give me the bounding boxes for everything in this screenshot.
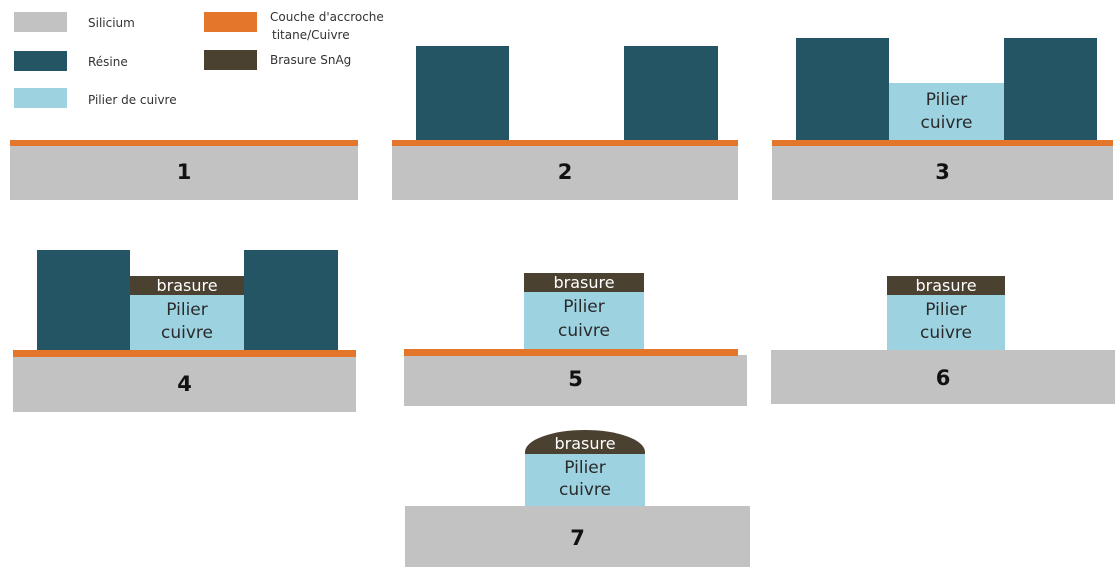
seed-layer xyxy=(404,349,738,356)
step-6: 6 brasure Pilier cuivre xyxy=(771,0,1115,404)
step-5: 5 brasure Pilier cuivre xyxy=(404,0,747,406)
solder-label: brasure xyxy=(553,273,615,292)
solder-layer: brasure xyxy=(130,276,244,295)
solder-dome: brasure xyxy=(525,430,645,454)
seed-layer xyxy=(10,140,358,146)
legend-label-silicium: Silicium xyxy=(88,16,135,30)
pillar-label-line1: Pilier xyxy=(564,458,606,478)
copper-pillar: Pilier cuivre xyxy=(524,292,644,349)
pillar-label-line1: Pilier xyxy=(925,90,968,110)
legend-label-pilier: Pilier de cuivre xyxy=(88,93,177,107)
seed-layer xyxy=(392,140,738,146)
pillar-label-line1: Pilier xyxy=(925,300,967,320)
silicon-substrate: 7 xyxy=(405,506,750,567)
silicon-substrate: 2 xyxy=(392,146,738,200)
resin-block-left xyxy=(37,250,130,350)
resin-block-right xyxy=(624,46,718,140)
step-number: 4 xyxy=(177,372,192,396)
legend-label-brasure: Brasure SnAg xyxy=(270,53,352,67)
legend-swatch-resine xyxy=(14,51,67,71)
copper-pillar: Pilier cuivre xyxy=(525,454,645,506)
pillar-label-line2: cuivre xyxy=(558,321,610,341)
legend-label-seed-layer: Couche d'accroche xyxy=(270,10,384,24)
pillar-label-line1: Pilier xyxy=(563,297,605,317)
step-number: 7 xyxy=(570,526,585,550)
legend-label-seed-layer-line2: titane/Cuivre xyxy=(272,28,350,42)
copper-pillar: Pilier cuivre xyxy=(887,295,1005,350)
legend-label-resine: Résine xyxy=(88,55,128,69)
silicon-substrate: 4 xyxy=(13,357,356,412)
step-2: 2 xyxy=(392,0,738,200)
pillar-label-line2: cuivre xyxy=(161,323,213,343)
silicon-substrate: 6 xyxy=(771,350,1115,404)
step-3: 3 Pilier cuivre xyxy=(772,0,1113,200)
solder-label: brasure xyxy=(554,434,616,453)
pillar-label-line2: cuivre xyxy=(559,480,611,500)
seed-layer xyxy=(772,140,1113,146)
resin-block-right xyxy=(1004,38,1097,140)
step-number: 6 xyxy=(935,366,951,390)
pillar-label-line2: cuivre xyxy=(920,323,972,343)
resin-block-left xyxy=(416,46,509,140)
pillar-label-line1: Pilier xyxy=(166,300,208,320)
silicon-substrate: 3 xyxy=(772,146,1113,200)
resin-block-right xyxy=(244,250,338,350)
solder-label: brasure xyxy=(156,276,218,295)
step-number: 5 xyxy=(568,367,583,391)
step-number: 1 xyxy=(176,160,192,184)
step-7: 7 brasure Pilier cuivre xyxy=(405,0,750,567)
silicon-substrate: 1 xyxy=(10,146,358,200)
step-number: 2 xyxy=(557,160,573,184)
step-4: 4 brasure Pilier cuivre xyxy=(13,0,356,412)
resin-block-left xyxy=(796,38,889,140)
solder-label: brasure xyxy=(915,276,977,295)
seed-layer xyxy=(13,350,356,357)
legend-swatch-pilier xyxy=(14,88,67,108)
copper-pillar: Pilier cuivre xyxy=(130,295,244,350)
legend-swatch-brasure xyxy=(204,50,257,70)
step-number: 3 xyxy=(935,160,950,184)
pillar-label-line2: cuivre xyxy=(920,113,973,133)
step-1: 1 xyxy=(10,0,358,200)
legend-swatch-silicium xyxy=(14,12,67,32)
solder-layer: brasure xyxy=(887,276,1005,295)
legend-swatch-seed-layer xyxy=(204,12,257,32)
solder-layer: brasure xyxy=(524,273,644,292)
copper-pillar: Pilier cuivre xyxy=(889,83,1004,140)
silicon-substrate: 5 xyxy=(404,355,747,406)
